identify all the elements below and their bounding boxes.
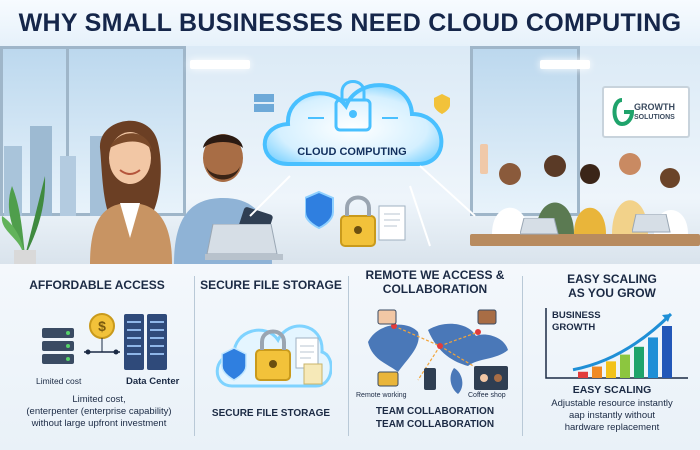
meeting-desk [470,234,700,246]
scaling-title-line2: AS YOU GROW [568,286,656,300]
data-center-label: Data Center [126,376,180,387]
growth-bar [634,346,644,378]
panel-easy-scaling: EASY SCALING AS YOU GROW BUSINESS GROWTH… [524,264,700,450]
ceiling-light [540,60,590,69]
sign-line2: SOLUTIONS [634,114,675,121]
growth-trend-arrow [572,312,673,372]
remote-working-label: Remote working [356,392,407,399]
data-center-icon [124,314,167,370]
server-stack-icon [42,328,74,364]
hero-scene: CLOUD COMPUTING GROW [0,46,700,264]
scaling-desc-line1: Adjustable resource instantly [551,398,673,409]
scaling-desc-line3: hardware replacement [564,422,660,433]
growth-bar [648,337,658,378]
panel-title: SECURE FILE STORAGE [200,278,342,292]
affordable-desc-line2: (enterpenter (enterprise capability) [26,406,172,417]
storage-caption: SECURE FILE STORAGE [211,408,331,419]
growth-bar-chart [545,308,688,379]
laptop-icon [520,218,559,235]
scaling-caption: EASY SCALING [572,384,652,396]
affordable-desc-line3: without large upfront investment [31,418,167,429]
plant-icon [1,176,46,264]
world-map-icon [368,309,508,394]
limited-cost-label: Limited cost [36,376,82,386]
scaling-title-line1: EASY SCALING [567,272,657,286]
cloud-computing-icon [262,80,444,166]
affordable-desc-line1: Limited cost, [72,394,126,405]
dollar-coin-icon: $ [84,313,120,355]
business-growth-label-line2: GROWTH [552,322,596,333]
benefit-panels: AFFORDABLE ACCESS $ Limited cost Data Ce… [0,264,700,450]
title-bar: WHY SMALL BUSINESSES NEED CLOUD COMPUTIN… [0,0,700,46]
panel-affordable-access: AFFORDABLE ACCESS $ Limited cost Data Ce… [0,264,192,450]
secure-storage-cloud-icon [215,324,332,388]
growth-logo-icon [612,98,634,127]
growth-bar [606,361,616,378]
panel-divider [522,276,523,436]
server-icon [254,94,274,112]
remote-title-line1: REMOTE WE ACCESS & [365,268,505,282]
growth-bar [662,326,672,378]
growth-bar [578,371,588,378]
panel-divider [348,276,349,436]
arrow-head-icon [662,314,671,322]
business-growth-label-line1: BUSINESS [552,310,601,321]
connection-arrows [249,165,476,247]
growth-bar [620,354,630,378]
svg-text:$: $ [98,318,106,334]
ceiling-light [190,60,250,69]
sign-line1: GROWTH [634,102,675,112]
scaling-desc-line2: aap instantly without [568,410,656,421]
cloud-label: CLOUD COMPUTING [297,146,407,158]
panel-divider [194,276,195,436]
laptop-icon [632,214,671,233]
panel-remote-access: REMOTE WE ACCESS & COLLABORATION Remote … [350,264,520,450]
remote-caption-line2: TEAM COLLABORATION [375,419,495,430]
security-icons-cluster [305,190,406,247]
panel-title: AFFORDABLE ACCESS [29,278,165,292]
panel-secure-storage: SECURE FILE STORAGE SECURE FILE STORAGE [196,264,346,450]
woman-smiling [90,120,172,264]
remote-title-line2: COLLABORATION [382,282,488,296]
growth-bar [592,366,602,378]
laptop-icon [205,224,283,260]
remote-caption-line1: TEAM COLLABORATION [375,406,495,417]
shield-icon [434,94,450,114]
coffee-shop-label: Coffee shop [468,392,506,399]
office-window [470,46,580,216]
page-title: WHY SMALL BUSINESSES NEED CLOUD COMPUTIN… [18,8,682,37]
team-group [480,144,688,234]
growth-solutions-sign: GROWTH SOLUTIONS [602,86,690,138]
